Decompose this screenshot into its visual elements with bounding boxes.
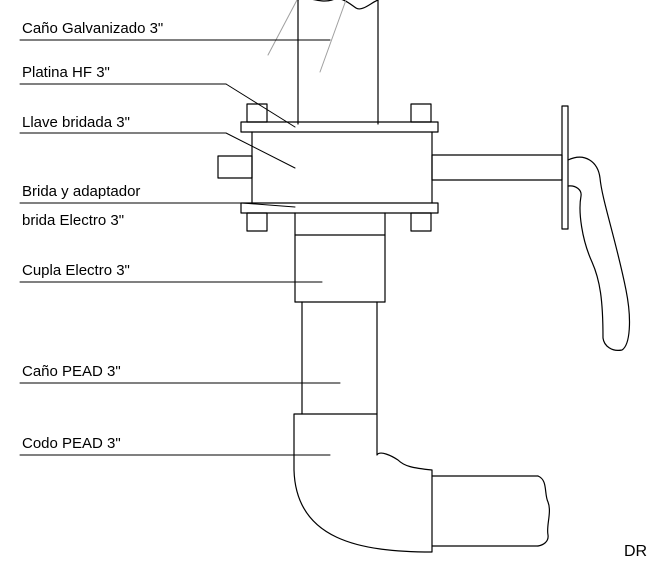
valve-stub (217, 155, 253, 179)
label-brida-adaptador-line1: Brida y adaptador (22, 183, 141, 200)
label-cano-pead: Caño PEAD 3" (22, 363, 121, 380)
label-underlines (19, 39, 243, 456)
valve-stem (431, 154, 563, 181)
pead-pipe (301, 301, 378, 415)
flange-bolts (246, 103, 432, 232)
valve-body (251, 131, 433, 204)
corner-text: DR (624, 543, 648, 560)
label-platina-hf: Platina HF 3" (22, 64, 110, 81)
adapter (294, 212, 386, 303)
label-llave-bridada: Llave bridada 3" (22, 114, 130, 131)
outgoing-pipe (431, 475, 551, 547)
label-cano-galvanizado: Caño Galvanizado 3" (22, 20, 164, 37)
platina-flange (240, 121, 439, 133)
label-codo-pead: Codo PEAD 3" (22, 435, 121, 452)
leader-lines (225, 39, 341, 456)
label-cupla-electro: Cupla Electro 3" (22, 262, 130, 279)
brida-flange (240, 202, 439, 214)
handle-plate (561, 105, 569, 230)
pead-elbow (293, 413, 433, 553)
valve-handle (567, 156, 631, 351)
galvanized-pipe (297, 0, 379, 125)
label-brida-adaptador-line2: brida Electro 3" (22, 212, 125, 229)
break-hatch-lines (267, 0, 347, 73)
